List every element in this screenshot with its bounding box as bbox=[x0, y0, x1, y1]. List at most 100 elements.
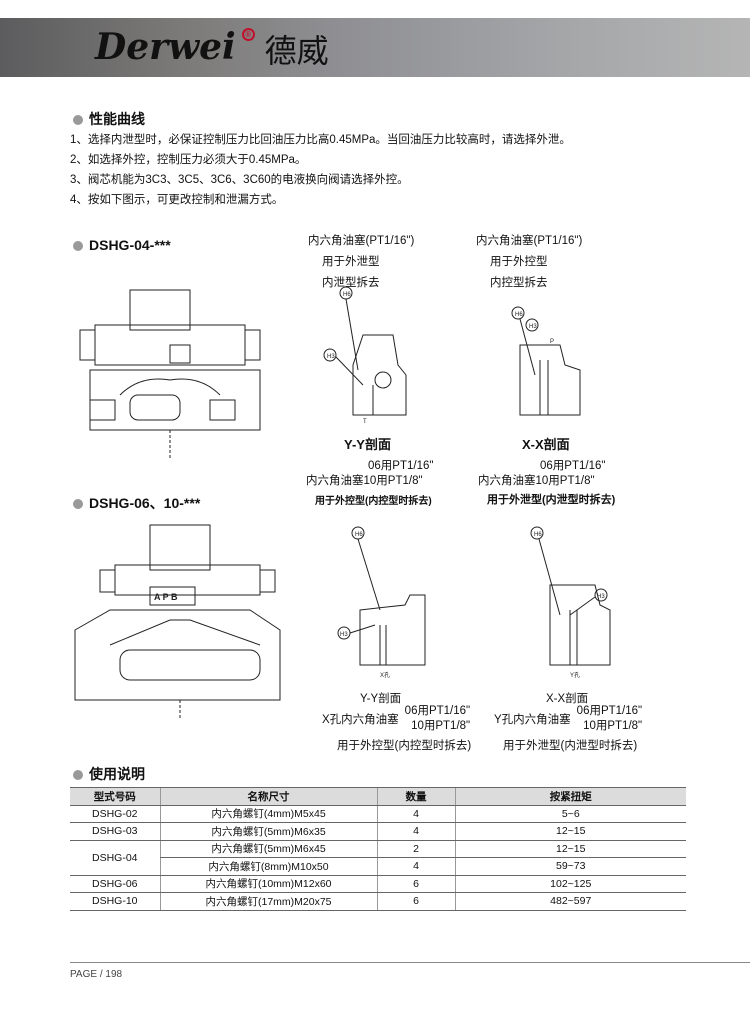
header-banner: Derwei ® 德威 bbox=[0, 18, 750, 77]
note-line: 内六角油塞(PT1/16") bbox=[308, 235, 415, 247]
cell: 12~15 bbox=[454, 840, 686, 858]
cell: 内六角螺钉(5mm)M6x45 bbox=[159, 840, 377, 858]
xx-plug-label: Y孔内六角油塞 bbox=[494, 714, 571, 726]
yy-plug-size-10: 内六角油塞10用PT1/8" bbox=[306, 475, 423, 487]
dshg06-title: DSHG-06、10-*** bbox=[73, 493, 200, 513]
xx-plug-sizes: 06用PT1/16" 10用PT1/8" bbox=[577, 704, 642, 734]
plug-note-2: 内六角油塞(PT1/16") 用于外控型内控型拆去 bbox=[476, 232, 582, 290]
xx-section-06-drawing: H6 H3 Y孔 bbox=[530, 526, 611, 679]
h6-label: H6 bbox=[343, 292, 351, 298]
h6-label: H6 bbox=[515, 312, 523, 318]
xx-section-title-06: X-X剖面 bbox=[546, 693, 589, 705]
p-label: P bbox=[550, 339, 554, 345]
yy-plug-06: 06用PT1/16" bbox=[404, 705, 471, 717]
cell: 5~6 bbox=[454, 805, 686, 823]
cell: 102~125 bbox=[454, 875, 686, 893]
h6-label: H6 bbox=[355, 532, 363, 538]
yy-section-06-drawing: H6 H3 X孔 bbox=[337, 526, 426, 679]
yy-section-title-06: Y-Y剖面 bbox=[360, 693, 402, 705]
plug-note-1: 内六角油塞(PT1/16") 用于外泄型内泄型拆去 bbox=[308, 232, 414, 290]
cell: 4 bbox=[376, 805, 455, 823]
yy-plug-sizes: 06用PT1/16" 10用PT1/8" bbox=[405, 704, 470, 734]
xx-section-title: X-X剖面 bbox=[522, 437, 570, 452]
xx-plug-block: Y孔内六角油塞 06用PT1/16" 10用PT1/8" bbox=[494, 704, 642, 734]
cell: 482~597 bbox=[454, 892, 686, 911]
col-header: 按紧扭矩 bbox=[454, 787, 686, 806]
heading-text: DSHG-04-*** bbox=[89, 237, 171, 253]
dshg06-valve-drawing: A P B bbox=[74, 524, 281, 720]
dshg04-title: DSHG-04-*** bbox=[73, 237, 171, 253]
yy-usage-note: 用于外控型(内控型时拆去) bbox=[315, 496, 432, 507]
note-1: 1、选择内泄型时，必保证控制压力比回油压力比高0.45MPa。当回油压力比较高时… bbox=[70, 134, 571, 146]
note-line: 内六角油塞(PT1/16") bbox=[476, 235, 583, 247]
cell: 内六角螺钉(8mm)M10x50 bbox=[159, 857, 377, 876]
cell: 2 bbox=[376, 840, 455, 858]
yy-plug-10: 10用PT1/8" bbox=[411, 720, 471, 732]
cell: 内六角螺钉(17mm)M20x75 bbox=[159, 892, 377, 911]
xx-usage-note: 用于外泄型(内泄型时拆去) bbox=[487, 494, 616, 506]
cell: DSHG-06 bbox=[70, 875, 160, 893]
xx-plug-06: 06用PT1/16" bbox=[576, 705, 643, 717]
cell: 59~73 bbox=[454, 857, 686, 876]
table-header-row: 型式号码名称尺寸数量按紧扭矩 bbox=[70, 787, 686, 806]
cell: 内六角螺钉(10mm)M12x60 bbox=[159, 875, 377, 893]
col-header: 型式号码 bbox=[70, 787, 160, 806]
yy-plug-block: X孔内六角油塞 06用PT1/16" 10用PT1/8" bbox=[322, 704, 470, 734]
brand-logo-group: Derwei ® 德威 bbox=[95, 24, 329, 74]
dshg04-valve-drawing bbox=[79, 289, 261, 460]
bullet-icon bbox=[73, 115, 83, 126]
y-hole-label: Y孔 bbox=[570, 671, 580, 679]
footer-divider bbox=[70, 962, 750, 963]
usage-title: 使用说明 bbox=[73, 764, 145, 784]
cell: DSHG-02 bbox=[70, 805, 160, 823]
cell: 12~15 bbox=[454, 822, 686, 841]
heading-text: DSHG-06、10-*** bbox=[89, 495, 201, 511]
col-header: 数量 bbox=[376, 787, 455, 806]
cell: DSHG-03 bbox=[70, 822, 160, 841]
yy-section-04-drawing: H6 H3 T bbox=[323, 286, 407, 425]
xx-plug-size-06: 06用PT1/16" bbox=[540, 460, 606, 472]
page-number: PAGE / 198 bbox=[70, 969, 123, 980]
xx-section-04-drawing: H6 H3 P bbox=[511, 306, 581, 416]
yy-usage-06: 用于外控型(内控型时拆去) bbox=[337, 740, 472, 752]
h6-label: H6 bbox=[534, 532, 542, 538]
note-line: 用于外控型 bbox=[490, 256, 548, 268]
h3-label: H3 bbox=[529, 324, 537, 330]
yy-section-title: Y-Y剖面 bbox=[344, 437, 391, 452]
cell: 4 bbox=[376, 822, 455, 841]
brand-logo-cn: 德威 bbox=[264, 32, 329, 70]
h3-label: H3 bbox=[327, 354, 335, 360]
h3-label: H3 bbox=[597, 594, 605, 600]
heading-text: 使用说明 bbox=[89, 766, 145, 782]
xx-plug-size-10: 内六角油塞10用PT1/8" bbox=[478, 475, 595, 487]
cell: 6 bbox=[376, 875, 455, 893]
cell: DSHG-04 bbox=[70, 840, 160, 876]
t-label: T bbox=[363, 419, 367, 425]
bullet-icon bbox=[73, 770, 83, 781]
registered-mark: ® bbox=[241, 28, 255, 41]
cell: 内六角螺钉(5mm)M6x35 bbox=[159, 822, 377, 841]
section-perf-title: 性能曲线 bbox=[73, 109, 145, 129]
cell: 6 bbox=[376, 892, 455, 911]
note-4: 4、按如下图示，可更改控制和泄漏方式。 bbox=[70, 194, 284, 206]
xx-plug-10: 10用PT1/8" bbox=[583, 720, 643, 732]
x-hole-label: X孔 bbox=[380, 671, 390, 679]
heading-text: 性能曲线 bbox=[89, 111, 145, 127]
note-line: 内控型拆去 bbox=[490, 277, 548, 289]
bullet-icon bbox=[73, 241, 83, 252]
note-line: 用于外泄型 bbox=[322, 256, 380, 268]
cell: 内六角螺钉(4mm)M5x45 bbox=[159, 805, 377, 823]
bullet-icon bbox=[73, 499, 83, 510]
xx-usage-06: 用于外泄型(内泄型时拆去) bbox=[503, 740, 638, 752]
apb-port-label: A P B bbox=[154, 592, 178, 602]
note-line: 内泄型拆去 bbox=[322, 277, 380, 289]
yy-plug-size-06: 06用PT1/16" bbox=[368, 460, 434, 472]
cell: DSHG-10 bbox=[70, 892, 160, 911]
